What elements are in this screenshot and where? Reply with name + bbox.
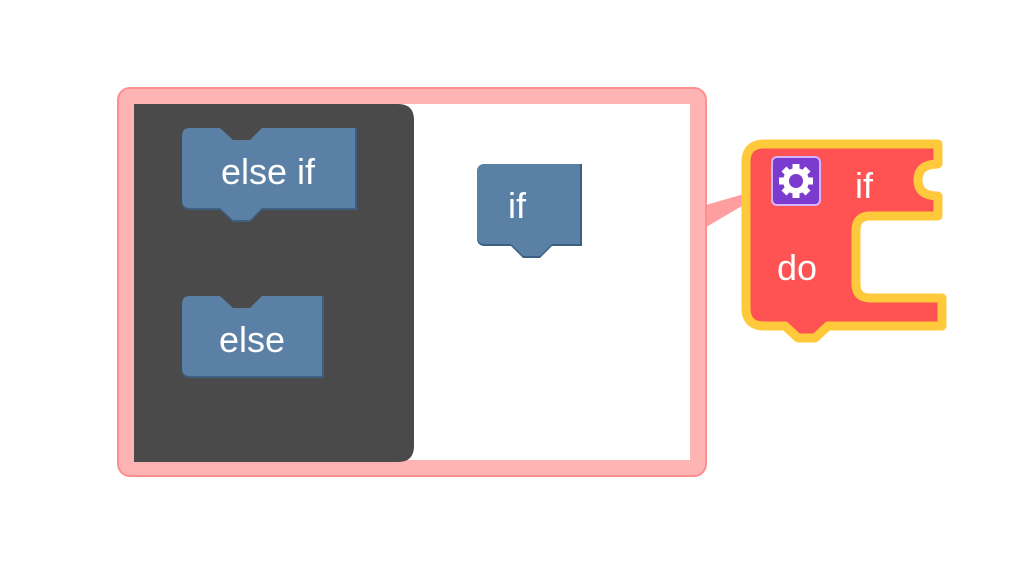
main-if-block[interactable]: if do: [741, 139, 947, 343]
flyout-block-else-if[interactable]: else if: [182, 128, 357, 222]
if-label-main: if: [855, 165, 874, 206]
mutator-gear-button[interactable]: [771, 156, 821, 206]
else-label: else: [219, 319, 285, 360]
else-if-label: else if: [221, 151, 316, 192]
gear-icon: [779, 164, 813, 198]
if-label: if: [508, 185, 527, 226]
mutator-workspace-block-if[interactable]: if: [477, 164, 582, 258]
do-label: do: [777, 247, 817, 288]
flyout-block-else[interactable]: else: [182, 296, 324, 378]
